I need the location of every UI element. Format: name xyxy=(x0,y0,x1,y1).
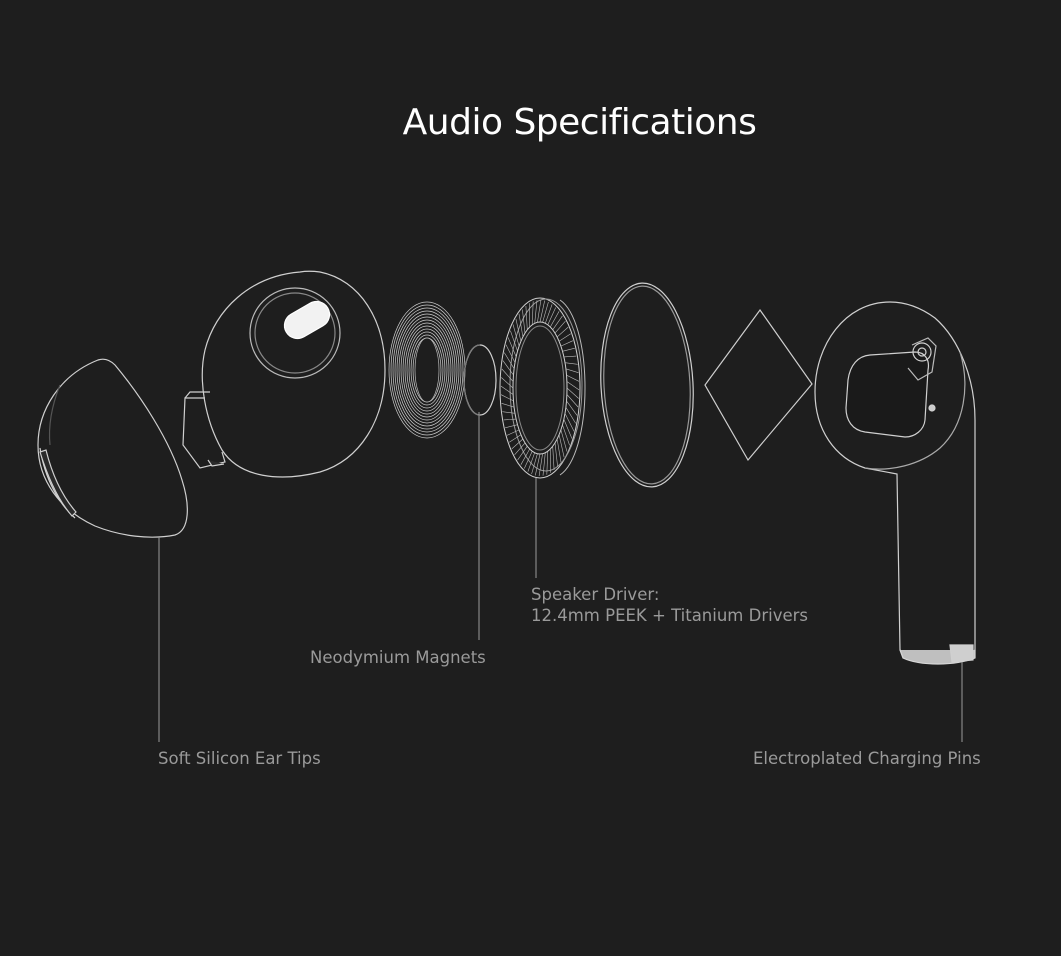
driver-rib xyxy=(562,348,574,351)
driver-rib xyxy=(553,446,554,470)
driver-rib xyxy=(502,412,515,414)
driver-rib xyxy=(524,451,532,468)
driver-rib xyxy=(513,324,519,346)
driver-rib xyxy=(507,430,519,435)
driver-rib xyxy=(566,369,579,373)
driver-rib xyxy=(543,453,545,476)
acoustic-mesh-disc xyxy=(389,302,465,438)
ear-tip-part xyxy=(38,359,187,537)
driver-rib xyxy=(504,419,517,420)
driver-rib xyxy=(555,443,558,467)
callout-leader-lines xyxy=(159,412,962,742)
driver-rib xyxy=(503,361,514,376)
driver-rib xyxy=(567,382,579,390)
label-magnets: Neodymium Magnets xyxy=(310,647,486,668)
driver-rib xyxy=(540,301,545,322)
driver-rib xyxy=(567,401,578,416)
driver-rib xyxy=(565,413,574,431)
driver-rib xyxy=(518,446,528,460)
label-charging-pins: Electroplated Charging Pins xyxy=(753,748,981,769)
driver-rib xyxy=(535,454,540,475)
driver-rib xyxy=(526,306,527,330)
driver-rib xyxy=(521,449,530,465)
label-speaker-driver: Speaker Driver: 12.4mm PEEK + Titanium D… xyxy=(531,584,808,626)
label-speaker-driver-line1: Speaker Driver: xyxy=(531,584,808,605)
driver-rib xyxy=(501,395,513,401)
magnet-part xyxy=(464,345,496,415)
driver-rib xyxy=(559,334,571,342)
driver-rib xyxy=(501,386,513,394)
driver-rib xyxy=(528,453,535,472)
driver-rib xyxy=(535,300,537,323)
driver-rib xyxy=(557,439,561,462)
earbud-body-part xyxy=(815,302,975,664)
driver-rib xyxy=(550,311,559,327)
earbud-shell-part xyxy=(183,271,385,477)
driver-rib xyxy=(548,308,556,325)
driver-rib xyxy=(561,430,567,452)
ring-gasket-part xyxy=(596,281,699,490)
driver-rib xyxy=(522,310,525,334)
driver-rib xyxy=(566,407,576,423)
page-title: Audio Specifications xyxy=(0,102,1061,143)
driver-rib xyxy=(567,375,579,381)
driver-rib xyxy=(553,316,563,330)
driver-rib xyxy=(502,403,515,407)
driver-rib xyxy=(564,419,572,438)
driver-rib xyxy=(561,341,573,346)
driver-rib xyxy=(565,363,578,365)
driver-rib xyxy=(504,353,514,369)
diamond-membrane-part xyxy=(705,310,812,460)
driver-rib xyxy=(562,425,569,446)
label-speaker-driver-line2: 12.4mm PEEK + Titanium Drivers xyxy=(531,605,808,626)
driver-rib xyxy=(545,304,552,323)
driver-rib xyxy=(564,356,577,357)
driver-rib xyxy=(505,425,517,428)
label-ear-tips: Soft Silicon Ear Tips xyxy=(158,748,321,769)
